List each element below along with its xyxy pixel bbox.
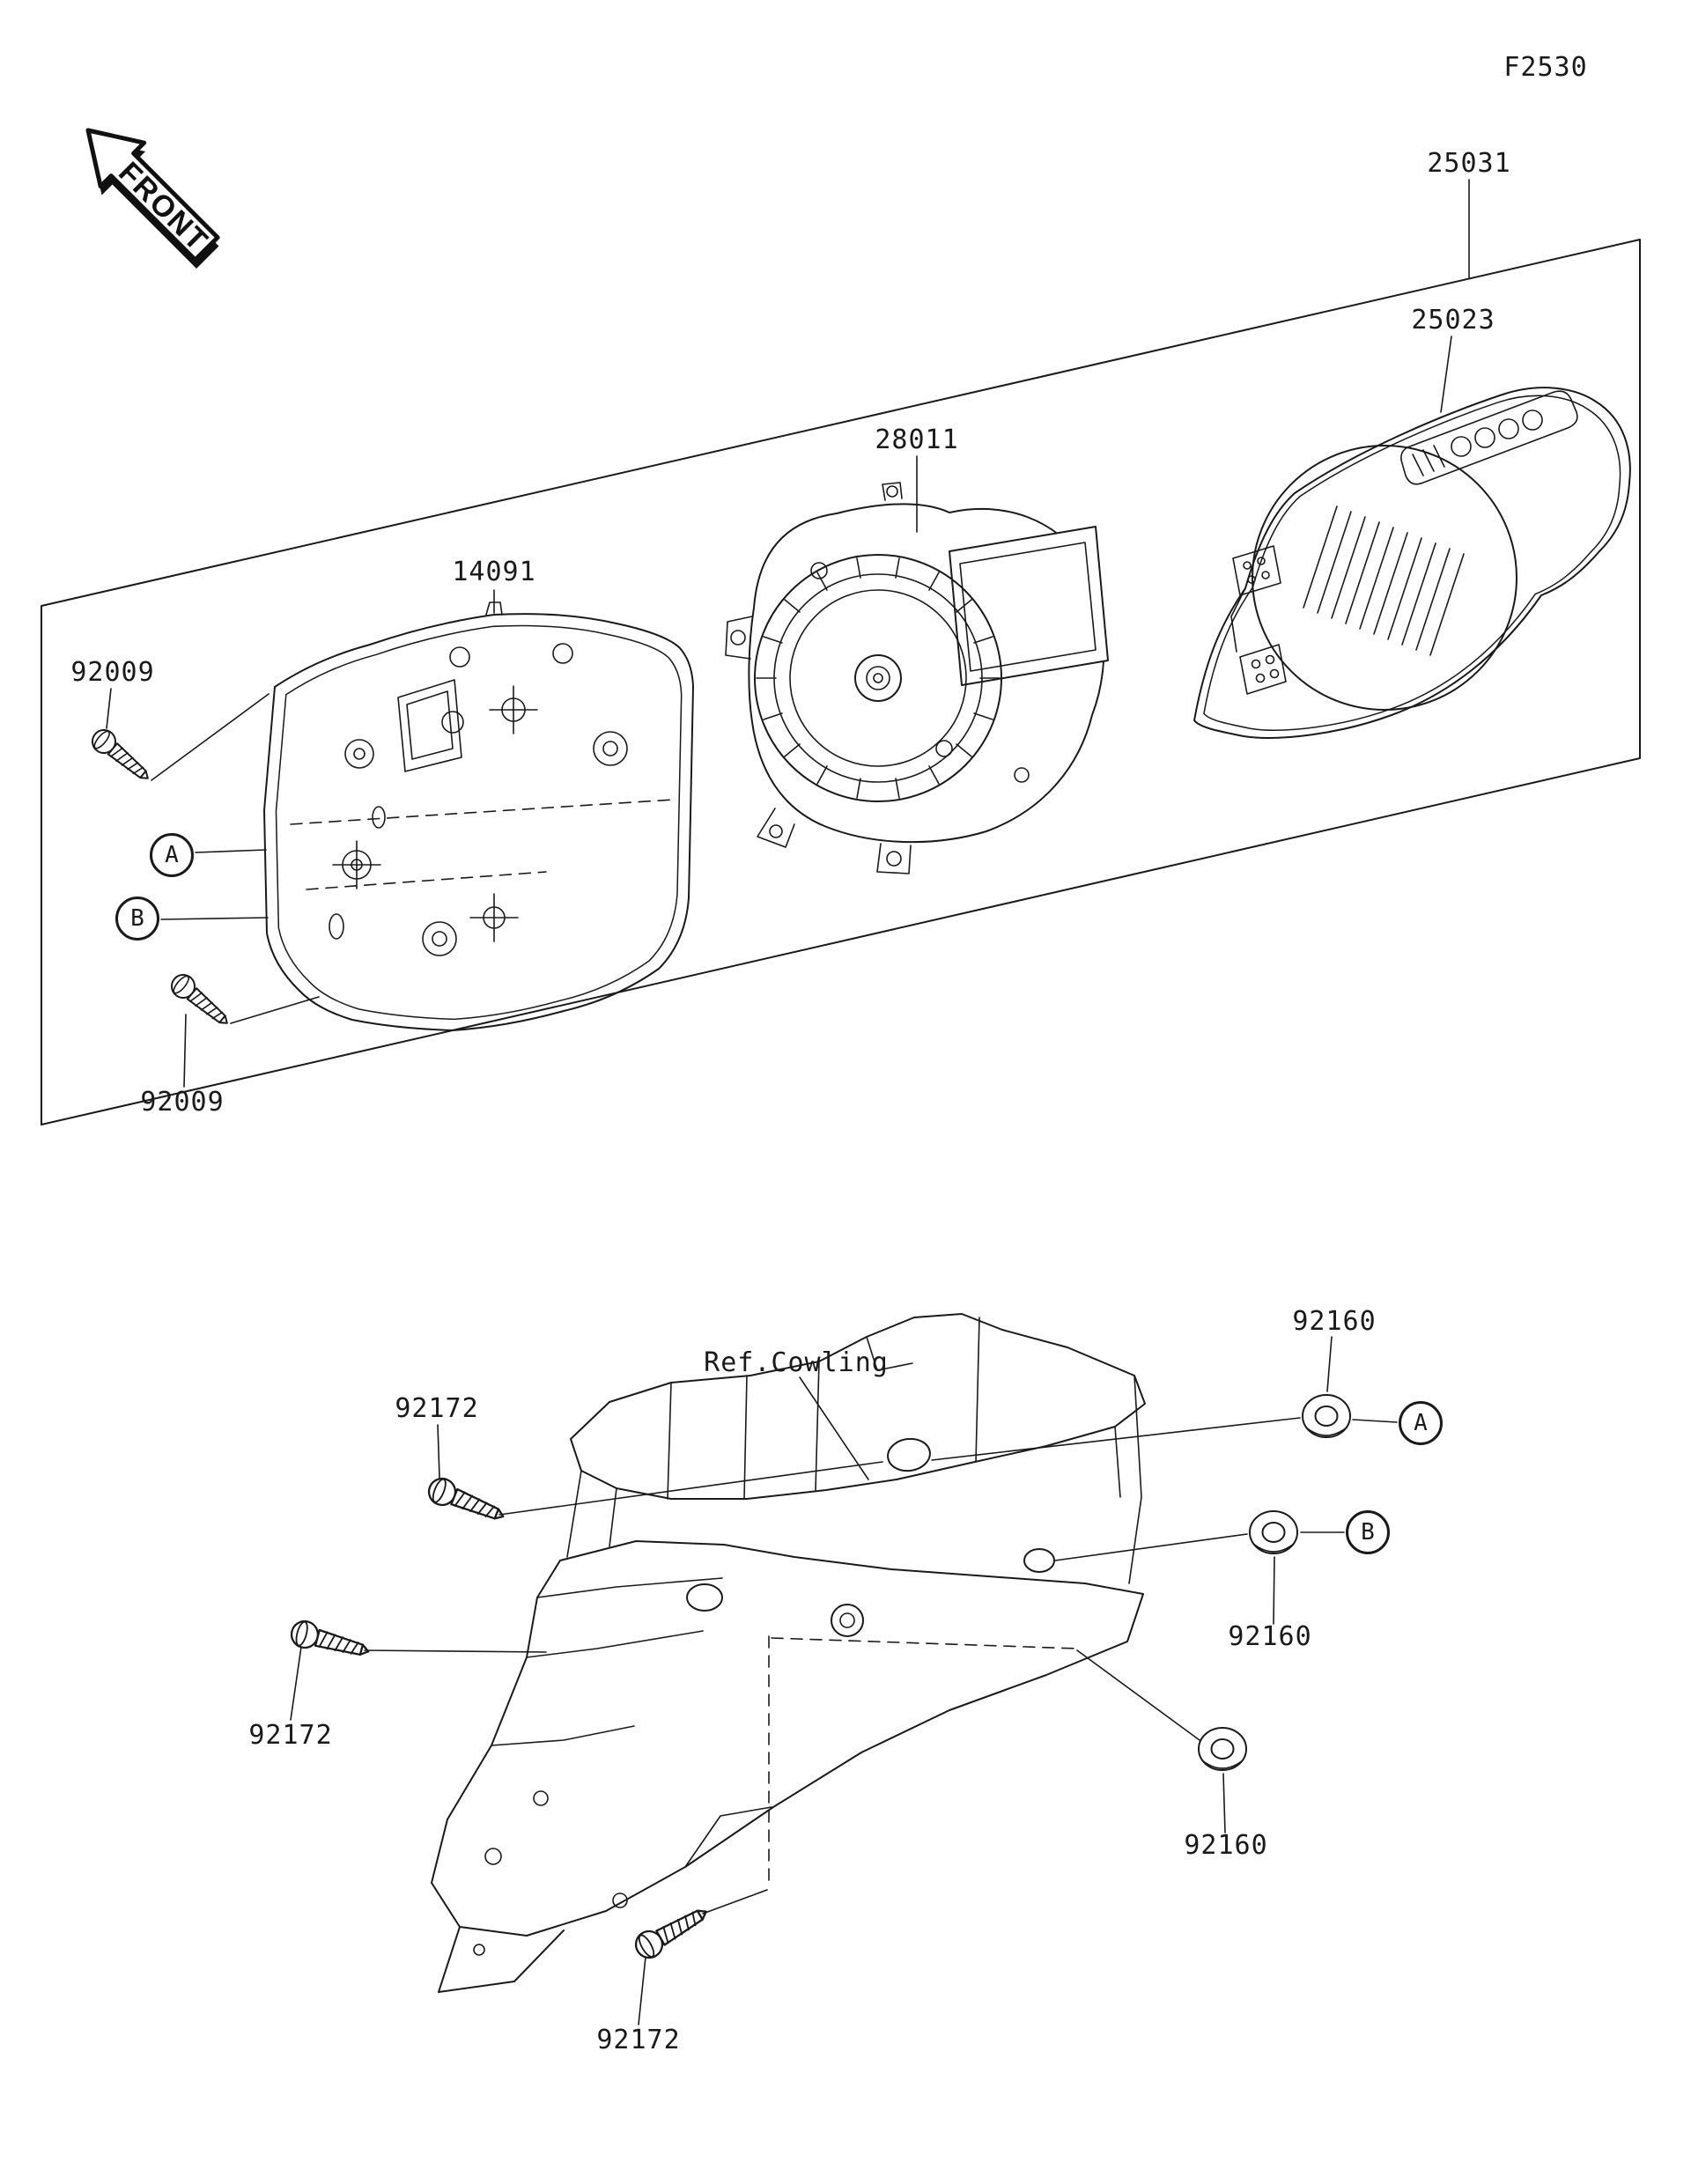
part-label-25031: 25031 — [1427, 148, 1511, 179]
front-arrow: FRONT — [85, 128, 220, 269]
ref-cowling-label: Ref.Cowling — [704, 1347, 889, 1378]
gauge-tick-marks — [756, 557, 1001, 799]
meter-unit-drawing — [725, 482, 1109, 874]
figure-code: F2530 — [1503, 52, 1588, 83]
part-label-92160-a: 92160 — [1292, 1306, 1377, 1337]
meter-case-drawing — [263, 601, 694, 1031]
screw-92172-1-drawing — [424, 1473, 510, 1531]
cowling-bracket-drawing — [431, 1313, 1146, 1993]
part-label-92172-2: 92172 — [248, 1720, 333, 1751]
part-label-92160-b: 92160 — [1228, 1621, 1312, 1652]
lens-hatching — [1303, 505, 1465, 656]
leader-lines — [106, 179, 1470, 2025]
meter-cover-drawing — [1193, 387, 1631, 739]
callout-a-upper: A — [150, 833, 194, 877]
part-label-25023: 25023 — [1411, 305, 1495, 336]
front-label: FRONT — [112, 156, 215, 259]
part-label-92172-1: 92172 — [395, 1393, 479, 1424]
part-label-28011: 28011 — [875, 424, 959, 455]
damper-92160-a-drawing — [1302, 1394, 1351, 1438]
callout-b-lower: B — [1346, 1510, 1390, 1554]
part-label-92172-3: 92172 — [596, 2025, 681, 2055]
part-label-92009-top: 92009 — [70, 657, 155, 688]
callout-a-lower: A — [1399, 1401, 1443, 1445]
damper-92160-c-drawing — [1198, 1727, 1247, 1771]
part-label-14091: 14091 — [452, 557, 536, 587]
assembly-boundary-box — [41, 239, 1641, 1125]
screw-92009-top-drawing — [86, 724, 157, 788]
part-label-92009-bottom: 92009 — [140, 1087, 225, 1118]
damper-92160-b-drawing — [1249, 1510, 1298, 1554]
screw-92009-bottom-drawing — [166, 969, 236, 1033]
callout-b-upper: B — [115, 896, 159, 941]
part-label-92160-c: 92160 — [1184, 1830, 1268, 1861]
screw-92172-3-drawing — [630, 1899, 714, 1964]
screw-92172-2-drawing — [287, 1617, 373, 1665]
